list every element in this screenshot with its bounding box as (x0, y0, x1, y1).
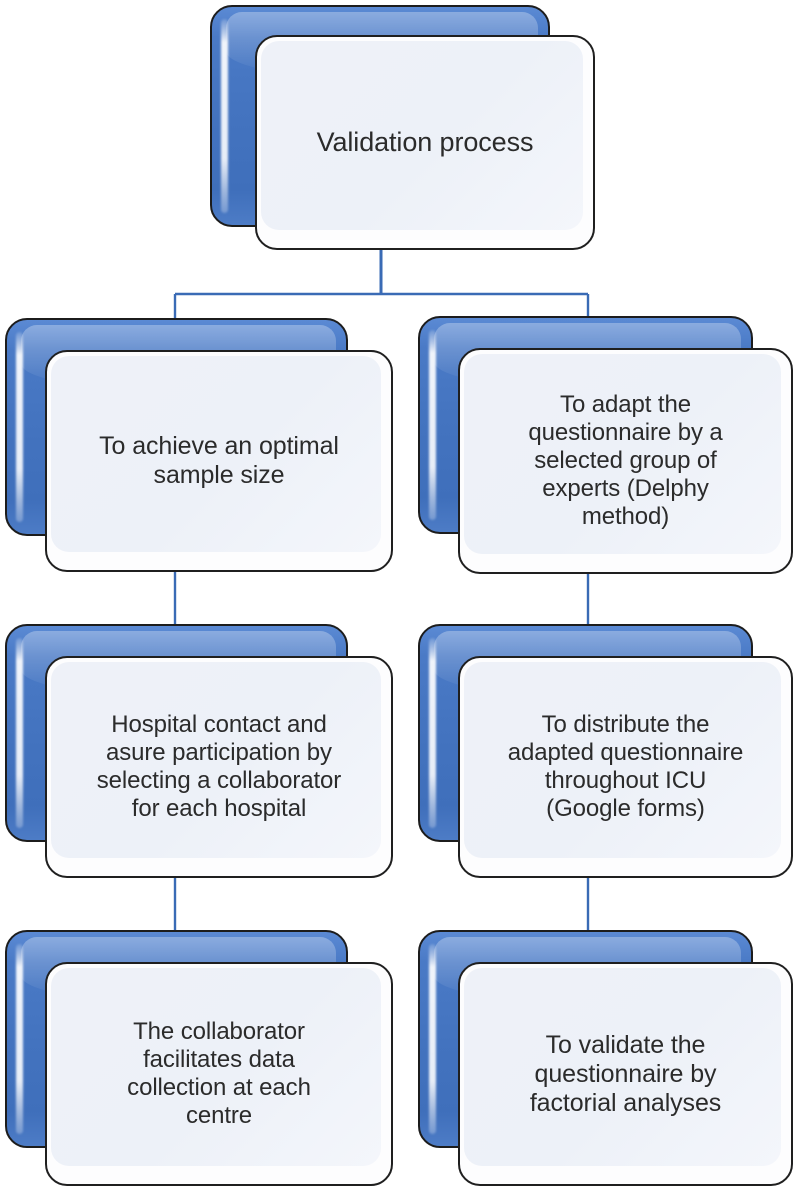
node-left-3[interactable]: The collaborator facilitates data collec… (5, 930, 395, 1190)
node-root-inner-panel (261, 41, 583, 230)
node-right-3-label: To validate the questionnaire by factori… (529, 1030, 722, 1117)
node-right-3-front-card[interactable]: To validate the questionnaire by factori… (458, 962, 793, 1186)
node-left-3-front-card[interactable]: The collaborator facilitates data collec… (45, 962, 393, 1186)
node-left-2-inner-panel (51, 662, 381, 858)
node-right-1-inner-panel (464, 354, 781, 554)
node-left-2[interactable]: Hospital contact and asure participation… (5, 624, 395, 882)
node-left-1-front-card[interactable]: To achieve an optimal sample size (45, 350, 393, 572)
node-right-1[interactable]: To adapt the questionnaire by a selected… (418, 316, 798, 578)
node-right-2-label: To distribute the adapted questionnaire … (507, 711, 744, 822)
node-left-1-label: To achieve an optimal sample size (99, 432, 339, 489)
node-right-3-inner-panel (464, 968, 781, 1166)
node-right-2-inner-panel (464, 662, 781, 858)
node-right-1-front-card[interactable]: To adapt the questionnaire by a selected… (458, 348, 793, 574)
node-left-3-label: The collaborator facilitates data collec… (127, 1018, 311, 1129)
node-left-2-label: Hospital contact and asure participation… (96, 711, 342, 822)
node-left-2-front-card[interactable]: Hospital contact and asure participation… (45, 656, 393, 878)
node-root[interactable]: Validation process (210, 5, 595, 250)
node-right-2[interactable]: To distribute the adapted questionnaire … (418, 624, 798, 882)
node-left-1-inner-panel (51, 356, 381, 552)
node-left-3-inner-panel (51, 968, 381, 1166)
node-right-1-label: To adapt the questionnaire by a selected… (528, 391, 723, 530)
node-left-1[interactable]: To achieve an optimal sample size (5, 318, 395, 576)
node-right-3[interactable]: To validate the questionnaire by factori… (418, 930, 798, 1190)
node-root-label: Validation process (316, 126, 534, 157)
node-root-front-card[interactable]: Validation process (255, 35, 595, 250)
node-right-2-front-card[interactable]: To distribute the adapted questionnaire … (458, 656, 793, 878)
